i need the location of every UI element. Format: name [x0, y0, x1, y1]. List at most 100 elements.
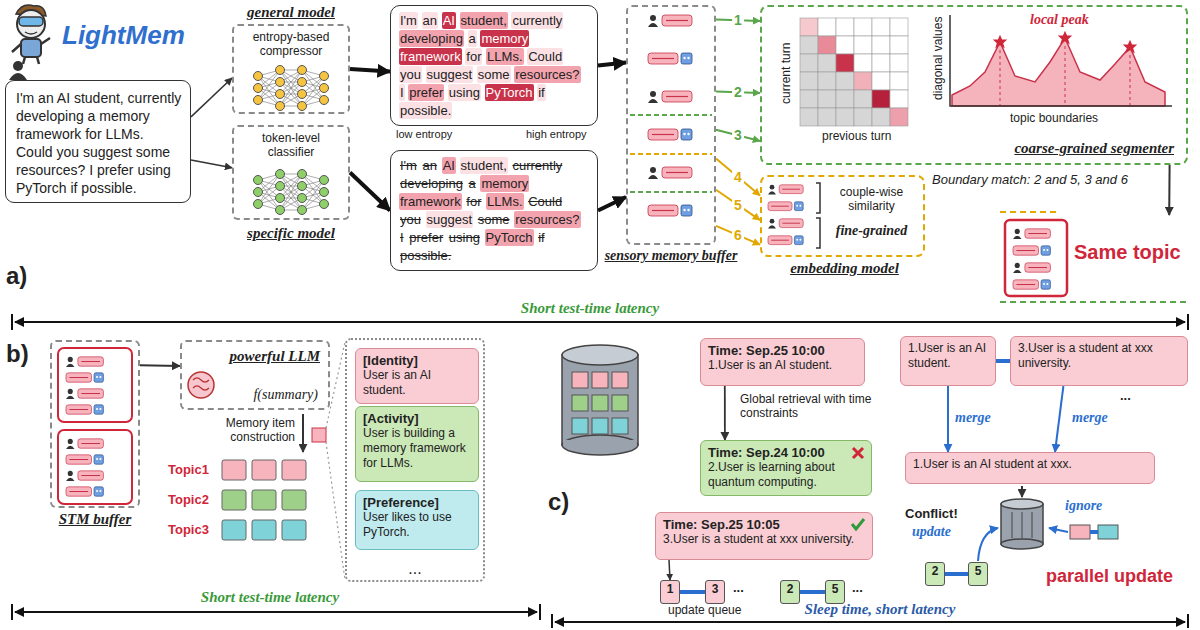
shape — [687, 57, 689, 59]
memory-card: Time: Sep.25 10:001.User is an AI studen… — [700, 338, 865, 386]
node-text: coarse-grained segmenter — [1014, 140, 1174, 157]
chat-icon — [1013, 246, 1050, 255]
shape — [796, 205, 798, 207]
matrix-cell — [890, 72, 908, 90]
shape — [799, 239, 801, 241]
chat-icon — [66, 439, 103, 449]
connector — [598, 197, 626, 211]
word: currently — [511, 12, 563, 29]
word: using — [448, 229, 481, 246]
matrix-cell — [836, 18, 854, 36]
neuron — [298, 194, 307, 203]
connector — [350, 173, 390, 211]
shape — [68, 439, 73, 444]
arrow — [1049, 528, 1068, 532]
shape — [94, 487, 103, 496]
memory-square — [252, 460, 276, 480]
node-text: general model — [224, 5, 358, 19]
shape — [662, 15, 692, 26]
shape — [1016, 284, 1035, 285]
matrix-cell — [836, 90, 854, 108]
chat-icon — [1013, 280, 1050, 289]
word: a — [468, 175, 477, 192]
word: currently — [511, 157, 563, 174]
shape — [652, 58, 674, 59]
shape — [648, 175, 658, 179]
shape — [69, 377, 88, 378]
neuron — [276, 102, 285, 111]
shape — [794, 202, 803, 211]
shape — [99, 490, 101, 492]
node-text: Time: Sep.25 10:05 — [663, 517, 865, 532]
shape — [768, 236, 792, 245]
queue-item: 2 — [780, 580, 800, 604]
memory-square — [222, 490, 246, 510]
buffer-box: sensory memory buffer — [626, 5, 716, 245]
word: student, — [460, 157, 508, 174]
label: current turn — [779, 43, 793, 104]
queue-item: 1 — [660, 580, 680, 604]
check-mark — [852, 519, 864, 529]
chat-icon — [768, 219, 803, 229]
node-text: User likes to use PyTorch. — [363, 510, 471, 540]
memory-square — [222, 460, 246, 480]
label: Short test-time latency — [160, 589, 380, 606]
chat-icon — [648, 167, 692, 179]
label: Conflict! — [905, 506, 958, 521]
word: memory — [480, 175, 529, 192]
queue-item: 3 — [705, 580, 725, 604]
memory-card: Time: Sep.24 10:002.User is learning abo… — [700, 440, 872, 496]
speech-box: I'm an AI student, currently developing … — [5, 80, 191, 203]
neuron — [276, 206, 285, 215]
divider — [630, 153, 712, 155]
label: parallel update — [1046, 566, 1173, 587]
word: possible. — [399, 247, 452, 264]
word: PyTorch — [485, 84, 534, 101]
brain-icon — [188, 372, 214, 398]
connector — [716, 190, 760, 220]
shape — [1041, 246, 1050, 255]
label: ... — [852, 580, 863, 595]
shape — [683, 57, 685, 59]
word: resources? — [514, 66, 580, 83]
topic-group — [58, 348, 132, 422]
neuron — [298, 90, 307, 99]
robot-logo — [12, 5, 50, 64]
shape — [69, 409, 88, 410]
node-text: [Identity] — [363, 353, 471, 368]
matrix-cell — [872, 36, 890, 54]
word: some — [477, 66, 511, 83]
neuron — [298, 78, 307, 87]
shape — [94, 405, 103, 414]
matrix-cell — [836, 36, 854, 54]
node-text: ... — [347, 560, 483, 578]
shape — [78, 471, 104, 480]
matrix-cell — [800, 108, 818, 126]
shape — [687, 133, 689, 135]
connector — [800, 590, 825, 594]
shape — [681, 129, 692, 140]
callout-number: 5 — [732, 197, 744, 212]
shape — [1016, 250, 1035, 251]
shape — [770, 219, 775, 224]
label: Topic1 — [168, 462, 209, 477]
arrow — [302, 414, 304, 452]
word: I'm — [399, 157, 418, 174]
net-link — [280, 70, 302, 106]
matrix-cell — [890, 108, 908, 126]
shape — [779, 185, 803, 194]
label: ... — [1120, 388, 1131, 403]
chat-icon — [66, 471, 103, 481]
label: diagonal values — [931, 17, 945, 100]
buffer-box: STM buffer — [50, 340, 140, 508]
connector — [1168, 165, 1170, 215]
shape — [78, 357, 104, 366]
word: developing — [399, 30, 464, 47]
word: student, — [460, 12, 508, 29]
node-text: specific model — [224, 226, 358, 240]
callout-number: 1 — [732, 13, 744, 28]
node-text: I'm an AI student, currently developing … — [399, 157, 589, 265]
matrix-cell — [800, 90, 818, 108]
label: local peak — [1030, 12, 1089, 28]
memory-card: [Identity]User is an AI student. — [355, 348, 479, 404]
